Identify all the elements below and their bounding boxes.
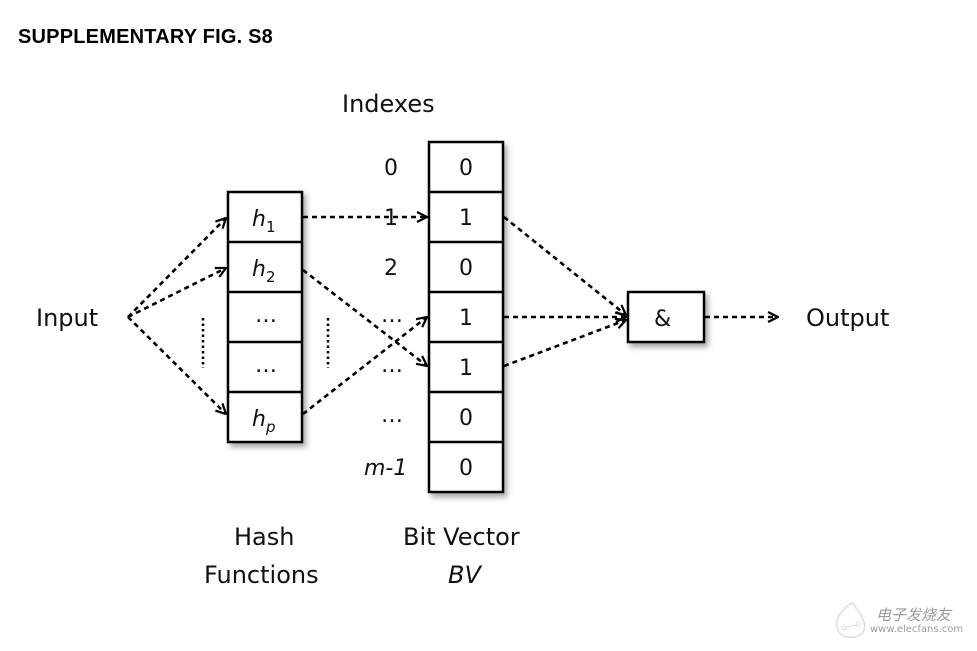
bit-cell-3: 1 — [459, 306, 473, 331]
bit-vector-caption-line2: BV — [448, 561, 482, 589]
bit-cell-5: 0 — [459, 406, 473, 431]
index-label-2: 2 — [384, 256, 398, 281]
hash-cell-hp: hp — [252, 407, 275, 436]
and-gate-label: & — [654, 307, 671, 332]
bit-cell-4: 1 — [459, 356, 473, 381]
hash-to-bit-arrows — [302, 217, 427, 416]
hash-cell-h1: h1 — [252, 207, 276, 236]
bit-vector-dividers — [429, 190, 503, 444]
arrow-input-to-h2 — [127, 266, 226, 319]
index-label-0: 0 — [384, 156, 398, 181]
index-label-m-minus-1: m-1 — [364, 456, 407, 481]
arrow-input-to-hp — [127, 316, 226, 414]
hash-cell-ellipsis-2: … — [255, 353, 277, 378]
index-label-5: … — [381, 403, 403, 428]
hash-cell-h2: h2 — [252, 257, 276, 286]
figure-title: SUPPLEMENTARY FIG. S8 — [18, 26, 273, 48]
index-label-4: … — [381, 353, 403, 378]
arrow-hp-to-bit-3 — [302, 317, 427, 416]
bit-vector-column — [427, 140, 505, 494]
bit-cell-6: 0 — [459, 456, 473, 481]
input-to-hash-arrows — [127, 218, 226, 414]
hash-function-column — [226, 190, 304, 444]
index-label-3: … — [381, 303, 403, 328]
watermark-url: www.elecfans.com — [870, 624, 964, 635]
arrow-input-to-h1 — [127, 218, 226, 318]
arrow-bit-4-to-and — [503, 320, 626, 368]
bit-to-and-arrows — [503, 215, 626, 368]
index-label-1: 1 — [384, 206, 398, 231]
arrow-h2-to-bit-4 — [302, 268, 427, 366]
watermark-logo-icon — [836, 602, 866, 639]
output-label: Output — [806, 304, 889, 332]
and-gate — [626, 290, 706, 344]
hash-functions-caption-line2: Functions — [204, 561, 319, 589]
watermark-text: 电子发烧友 — [876, 606, 952, 624]
bit-vector-caption-line1: Bit Vector — [403, 523, 520, 551]
hash-function-dividers — [228, 240, 302, 394]
arrow-bit-1-to-and — [503, 215, 626, 315]
input-label: Input — [36, 304, 98, 332]
hash-functions-caption-line1: Hash — [234, 523, 294, 551]
bit-cell-0: 0 — [459, 156, 473, 181]
bit-cell-2: 0 — [459, 256, 473, 281]
hash-cell-ellipsis-1: … — [255, 303, 277, 328]
indexes-label: Indexes — [342, 90, 435, 118]
bit-cell-1: 1 — [459, 206, 473, 231]
